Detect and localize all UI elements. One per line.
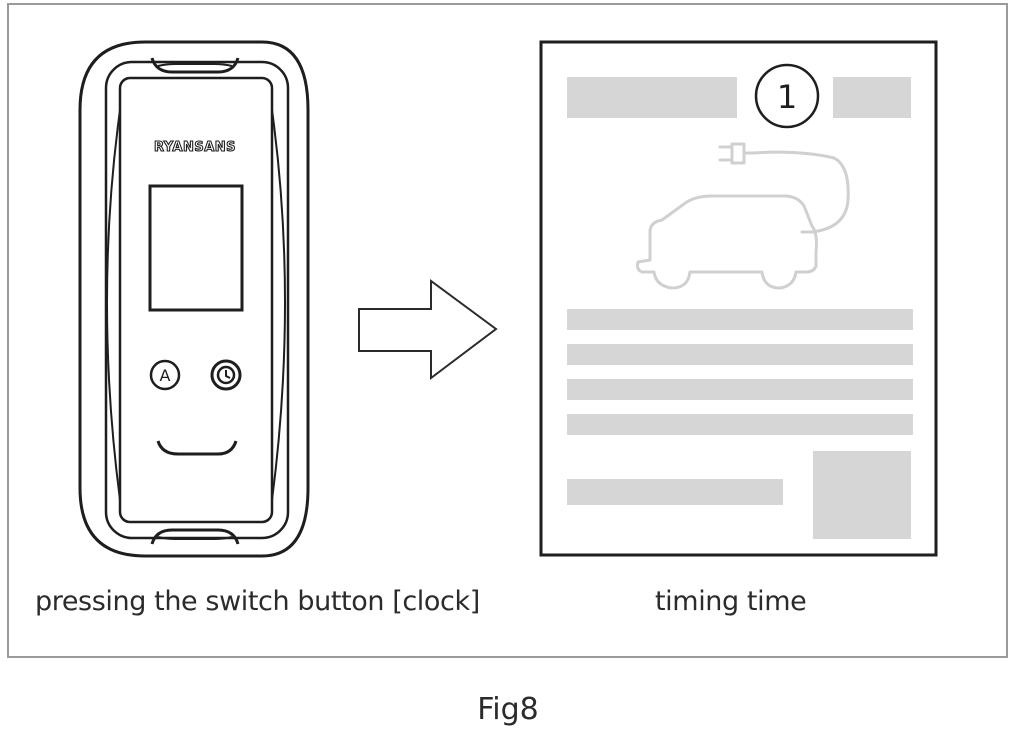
- right-arrow-icon: [358, 279, 498, 381]
- charger-face: [118, 76, 274, 524]
- figure-label: Fig8: [477, 692, 539, 727]
- charger-outer-shell: [78, 40, 310, 558]
- placeholder-bar-top-right: [833, 77, 911, 118]
- clock-button-icon: [210, 359, 242, 391]
- button-a-label: A: [160, 366, 171, 385]
- caption-right: timing time: [655, 586, 807, 617]
- ev-car-charging-icon: [636, 142, 850, 290]
- placeholder-block: [813, 451, 911, 539]
- timing-screen-mockup: [539, 40, 938, 557]
- placeholder-line-2: [567, 344, 913, 365]
- charger-right-contour: [271, 109, 286, 501]
- charger-display: [148, 184, 244, 312]
- placeholder-bar-top-left: [567, 77, 737, 118]
- top-slot-icon: [150, 57, 240, 74]
- diagram-frame: [7, 3, 1008, 658]
- step-number: 1: [777, 78, 797, 116]
- step-number-circle: [754, 63, 820, 129]
- button-a-icon: [149, 359, 181, 391]
- grip-slot-icon: [156, 440, 238, 456]
- caption-left: pressing the switch button [clock]: [35, 586, 480, 617]
- placeholder-line-1: [567, 309, 913, 330]
- placeholder-line-3: [567, 379, 913, 400]
- ev-charger-device: [78, 40, 310, 558]
- placeholder-line-bottom: [567, 479, 783, 505]
- charger-left-contour: [106, 109, 121, 501]
- charger-brand: RYANSANS: [154, 140, 236, 155]
- charger-front-panel: [104, 60, 290, 540]
- bottom-slot-icon: [150, 528, 240, 545]
- placeholder-line-4: [567, 414, 913, 435]
